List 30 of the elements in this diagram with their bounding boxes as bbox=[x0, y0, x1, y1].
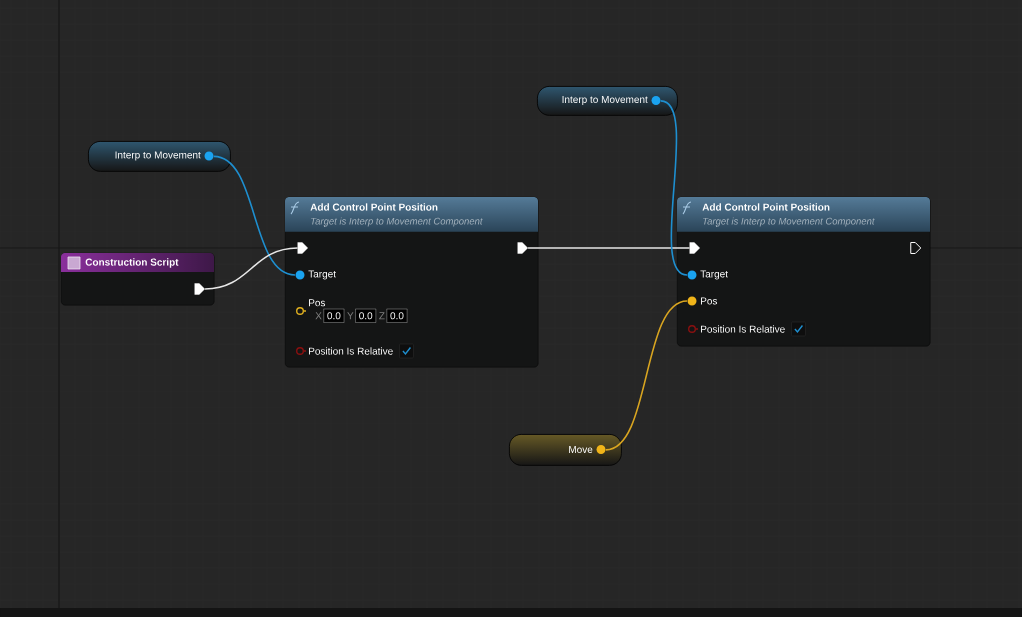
wire bbox=[605, 300, 688, 451]
node-label: Pos bbox=[309, 299, 326, 307]
input-pin: Position Is Relative bbox=[688, 325, 785, 333]
input-pin: Position Is Relative bbox=[296, 347, 393, 355]
wire bbox=[213, 155, 296, 276]
node-label: Pos bbox=[701, 297, 718, 305]
number-field: 0.0 bbox=[355, 308, 377, 323]
number-field: 0.0 bbox=[323, 308, 345, 323]
input-pin: Pos bbox=[687, 296, 718, 306]
exec-pin bbox=[297, 242, 308, 254]
wire bbox=[660, 100, 688, 276]
variable-node: Interp to Movement bbox=[537, 86, 678, 116]
variable-node: Move bbox=[509, 434, 622, 466]
event-node: Construction Script bbox=[61, 253, 215, 306]
wire bbox=[204, 247, 299, 290]
exec-pin bbox=[910, 242, 922, 254]
wire bbox=[527, 247, 691, 249]
node-label: Y bbox=[347, 312, 354, 320]
exec-pin bbox=[517, 242, 528, 254]
node-label: Target bbox=[308, 270, 336, 280]
exec-pin bbox=[194, 283, 205, 295]
input-pin: Pos X 0.0 Y 0.0 Z 0.0 bbox=[296, 299, 408, 323]
number-field: 0.0 bbox=[386, 308, 408, 323]
node-label: Z bbox=[379, 312, 385, 320]
input-pin: Target bbox=[687, 270, 728, 280]
input-pin: Target bbox=[295, 270, 336, 280]
node-label: Target bbox=[700, 270, 728, 280]
node-label: X bbox=[315, 312, 322, 320]
exec-pin bbox=[689, 242, 700, 254]
variable-node: Interp to Movement bbox=[88, 141, 231, 172]
